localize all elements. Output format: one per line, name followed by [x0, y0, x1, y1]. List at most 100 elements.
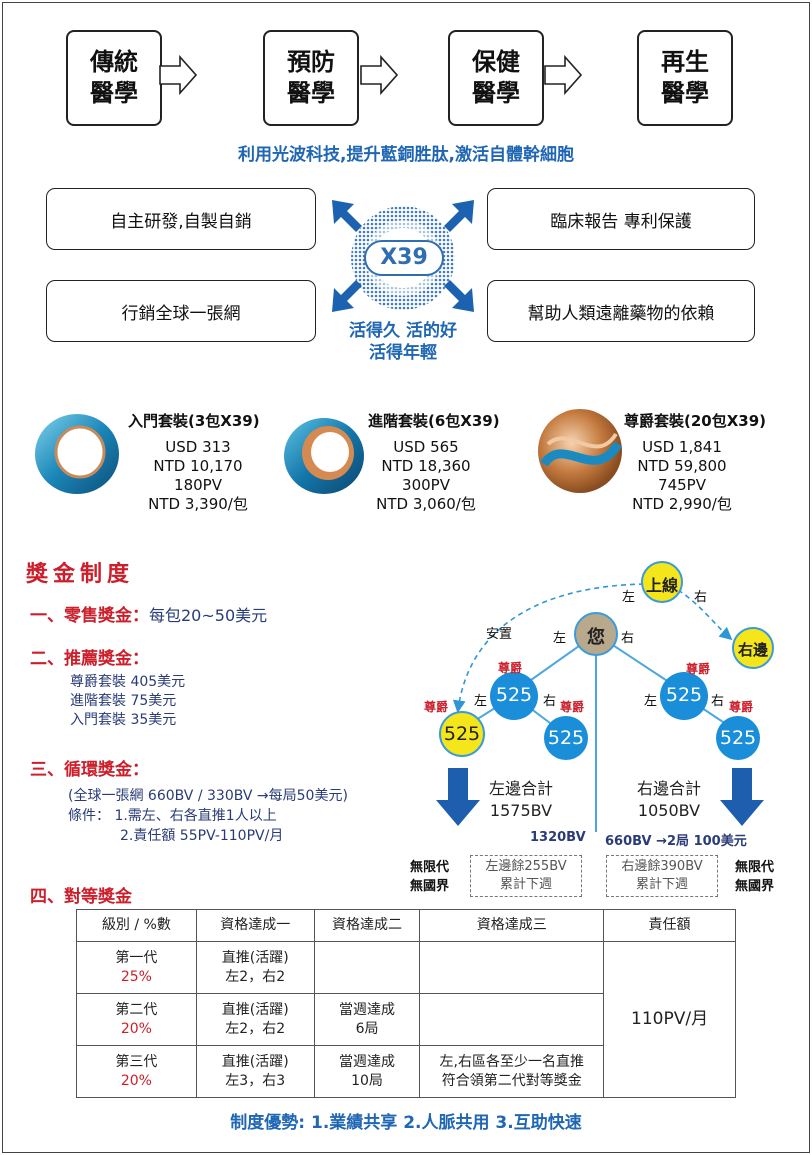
referral-bonus-label: 二、推薦獎金： [30, 649, 149, 669]
table-header: 級別 / %數 [76, 909, 197, 942]
cycle-line1: (全球一張網 660BV / 330BV →每局50美元) [68, 788, 348, 804]
x39-logo-text: X39 [364, 240, 444, 276]
node-value-525: 525 [547, 727, 585, 749]
premium-package-swirl-icon [538, 409, 622, 493]
left-total-value: 1575BV [489, 801, 553, 820]
left-label: 左 [553, 631, 567, 646]
table-cell [313, 941, 421, 994]
right-arrow-icon [360, 54, 399, 96]
referral-item: 入門套裝 35美元 [70, 712, 177, 728]
carry-next-week: 累計下週 [499, 877, 552, 892]
matching-bonus-label: 四、對等獎金 [30, 887, 132, 907]
node-value-525: 525 [495, 684, 533, 706]
table-header: 資格達成二 [313, 909, 421, 942]
flow-box-line2: 醫學 [90, 79, 138, 107]
price-ntd: NTD 59,800 [637, 457, 727, 475]
right-remain: 右邊餘390BV [621, 859, 703, 874]
price-ntd: NTD 18,360 [381, 457, 471, 475]
right-label: 右 [694, 590, 708, 605]
noble-tag: 尊爵 [729, 700, 754, 714]
flow-box-line2: 醫學 [472, 79, 520, 107]
feature-clinical-patent: 臨床報告 專利保護 [487, 188, 755, 250]
right-label: 右 [711, 694, 725, 709]
table-cell [419, 993, 605, 1046]
flow-box-line1: 傳統 [90, 48, 138, 76]
right-total-label: 右邊合計 [636, 779, 701, 798]
package-title: 尊爵套裝(20包X39) [624, 412, 767, 430]
feature-drug-free: 幫助人類遠離藥物的依賴 [487, 280, 755, 342]
cycle-bonus-label: 三、循環獎金： [30, 760, 149, 780]
table-header-row: 級別 / %數 資格達成一 資格達成二 資格達成三 責任額 [76, 909, 736, 942]
noble-tag: 尊爵 [686, 662, 711, 676]
table-cell: 左,右區各至少一名直推符合領第二代對等獎金 [419, 1045, 605, 1098]
referral-item: 進階套裝 75美元 [70, 693, 177, 709]
flow-box-health: 保健 醫學 [448, 30, 544, 126]
feature-self-developed: 自主研發,自製自銷 [46, 188, 316, 250]
cycle-line2: 條件： 1.需左、右各直推1人以上 [68, 808, 277, 824]
price-ntd: NTD 10,170 [153, 457, 243, 475]
table-header: 資格達成一 [195, 909, 315, 942]
table-cell: 直推(活躍)左2，右2 [195, 993, 315, 1046]
flow-box-regenerative: 再生 醫學 [637, 30, 733, 126]
flow-box-line2: 醫學 [287, 79, 335, 107]
unlimited-gen-label: 無限代 [735, 860, 775, 875]
flow-box-line2: 醫學 [661, 79, 709, 107]
you-node-label: 您 [587, 627, 605, 648]
bonus-heading: 獎金制度 [26, 562, 135, 587]
slogan-line1: 活得久 活的好 [349, 321, 457, 341]
table-cell [419, 941, 605, 994]
left-label: 左 [474, 694, 488, 709]
table-header: 責任額 [603, 909, 736, 942]
noble-tag: 尊爵 [498, 661, 523, 675]
retail-bonus-label: 一、零售獎金： [30, 606, 149, 626]
left-label: 左 [644, 694, 658, 709]
price-usd: USD 565 [393, 438, 459, 456]
price-per-pack: NTD 3,060/包 [376, 495, 476, 513]
right-total: 右邊合計 1050BV [624, 778, 714, 822]
price-pv: 180PV [174, 476, 222, 494]
left-carryover-box: 左邊餘255BV 累計下週 [470, 855, 582, 897]
package-title: 進階套裝(6包X39) [368, 412, 500, 430]
left-total: 左邊合計 1575BV [476, 778, 566, 822]
starter-package-ring-icon [35, 414, 119, 494]
noble-tag: 尊爵 [424, 700, 449, 714]
right-carryover-box: 右邊餘390BV 累計下週 [606, 855, 718, 897]
package-prices: USD 565 NTD 18,360 300PV NTD 3,060/包 [364, 438, 488, 514]
node-value-525: 525 [665, 684, 703, 706]
left-total-label: 左邊合計 [488, 779, 553, 798]
feature-global-network: 行銷全球一張網 [46, 280, 316, 342]
price-usd: USD 1,841 [642, 438, 722, 456]
flow-box-line1: 再生 [661, 48, 709, 76]
retail-bonus-text: 每包20~50美元 [149, 606, 268, 625]
referral-bonus-list: 尊爵套裝 405美元 進階套裝 75美元 入門套裝 35美元 [70, 673, 185, 730]
placement-label: 安置 [486, 627, 513, 642]
unlimited-right: 無限代 無國界 [735, 858, 774, 896]
binary-tree-diagram [436, 561, 774, 832]
referral-item: 尊爵套裝 405美元 [70, 674, 186, 690]
calc-left-bv: 1320BV [530, 830, 586, 845]
upline-node-label: 上線 [645, 576, 678, 595]
price-pv: 300PV [402, 476, 450, 494]
calc-right-cycles: 660BV →2局 100美元 [605, 834, 747, 849]
tagline: 利用光波科技,提升藍銅胜肽,激活自體幹細胞 [238, 145, 574, 165]
unlimited-left: 無限代 無國界 [410, 858, 449, 896]
table-header: 資格達成三 [419, 909, 605, 942]
right-arrow-icon [159, 54, 198, 96]
price-usd: USD 313 [165, 438, 231, 456]
price-per-pack: NTD 2,990/包 [632, 495, 732, 513]
flow-box-traditional: 傳統 醫學 [66, 30, 162, 126]
unlimited-gen-label: 無限代 [410, 860, 450, 875]
node-value-525: 525 [719, 727, 757, 749]
footer-advantages: 制度優勢: 1.業績共享 2.人脈共用 3.互助快速 [230, 1113, 582, 1133]
node-value-525: 525 [443, 723, 481, 745]
noble-tag: 尊爵 [560, 700, 585, 714]
no-borders-label: 無國界 [410, 879, 450, 894]
flow-box-line1: 預防 [287, 48, 335, 76]
table-cell: 直推(活躍)左2，右2 [195, 941, 315, 994]
